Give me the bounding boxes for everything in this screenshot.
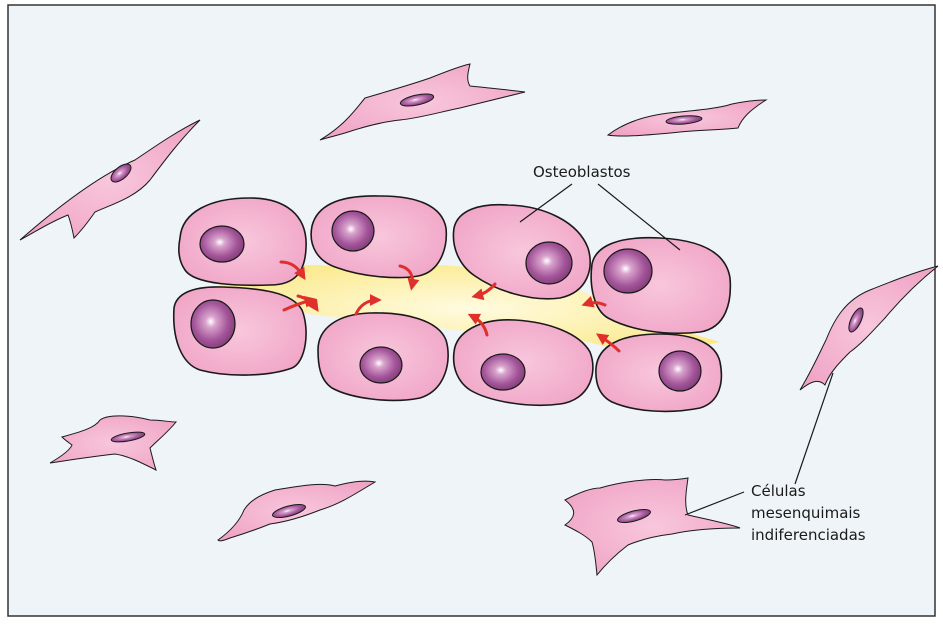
mesenchymal-label-line3: indiferenciadas [751,526,866,544]
osteoblast-top-4 [591,238,730,334]
osteoblasts-label: Osteoblastos [533,163,631,181]
osteoblast-top-2 [311,196,446,278]
mesenchymal-label-line1: Células [751,482,806,500]
osteoblast-bottom-2 [318,313,448,400]
osteoblast-bottom-1 [174,287,306,375]
osteoblast-top-1 [179,198,306,285]
mesenchymal-label-line2: mesenquimais [751,504,861,522]
